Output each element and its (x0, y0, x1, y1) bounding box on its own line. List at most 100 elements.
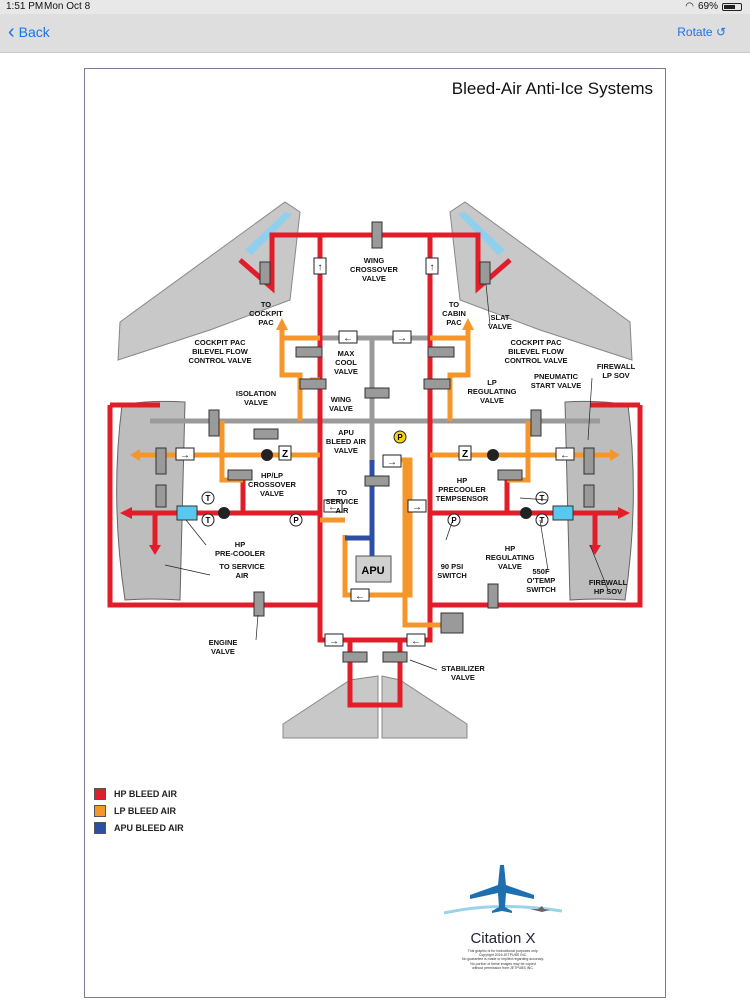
svg-text:↑: ↑ (318, 262, 323, 273)
right-z-box (458, 445, 472, 461)
brand-name: Citation X (470, 930, 536, 947)
battery-fill (724, 4, 736, 9)
legend-item-apu: APU BLEED AIR (94, 819, 184, 836)
svg-text:←: ← (411, 636, 421, 647)
svg-text:←: ← (343, 333, 353, 344)
citation-x-logo: Citation X This graphic is for instructi… (438, 861, 568, 970)
legend-label-lp: LP BLEED AIR (114, 805, 177, 816)
apu-bleed-lines (345, 460, 375, 560)
wifi-icon: ◠ (685, 1, 694, 12)
right-precooler (552, 505, 574, 521)
disclaimer: This graphic is for instructional purpos… (448, 949, 558, 970)
svg-text:↑: ↑ (430, 262, 435, 273)
svg-text:T: T (540, 516, 545, 525)
svg-text:T: T (206, 494, 211, 503)
svg-text:→: → (412, 502, 422, 513)
svg-text:←: ← (355, 591, 365, 602)
legend-label-hp: HP BLEED AIR (114, 788, 178, 799)
bowtie-valves (218, 449, 532, 519)
disclaimer-line: Copyright 2016 JETPUBS INC. (478, 953, 528, 958)
status-date: Mon Oct 8 (44, 1, 91, 12)
sensors (201, 491, 549, 527)
disclaimer-line: without permission from JETPUBS INC. (472, 965, 534, 970)
disclaimer-line: No guarantee is made or implied regardin… (461, 957, 545, 962)
status-time: 1:51 PM (6, 1, 44, 12)
legend: HP BLEED AIR LP BLEED AIR APU BLEED AIR (94, 785, 184, 836)
back-button[interactable]: ‹ Back (8, 21, 50, 43)
red-arrows (120, 507, 630, 555)
right-z-label: Z (462, 449, 468, 460)
svg-text:P: P (293, 516, 299, 525)
svg-text:T: T (206, 516, 211, 525)
navigation-bar: ‹ Back Rotate ↺ (0, 14, 750, 53)
battery-icon (722, 2, 742, 11)
legend-swatch-apu (94, 821, 106, 834)
document-viewer: Bleed-Air Anti-Ice Systems (0, 53, 750, 1000)
valves (155, 221, 595, 663)
svg-text:P: P (397, 433, 403, 442)
rotate-button[interactable]: Rotate ↺ (677, 25, 726, 39)
svg-text:T: T (540, 494, 545, 503)
right-slat (458, 212, 505, 255)
disclaimer-line: This graphic is for instructional purpos… (467, 949, 539, 953)
sensor-letters: T T T T P P P (206, 433, 545, 525)
svg-text:←: ← (328, 502, 338, 513)
left-precooler (176, 505, 198, 521)
svg-text:→: → (397, 333, 407, 344)
legend-item-lp: LP BLEED AIR (94, 802, 184, 819)
bleed-air-diagram: ↑↑ ←→ →← → ←→ ← →← Z Z T T T T P (107, 201, 643, 739)
hp-bleed-lines (107, 232, 643, 708)
svg-text:←: ← (560, 450, 570, 461)
legend-label-apu: APU BLEED AIR (114, 822, 184, 833)
legend-item-hp: HP BLEED AIR (94, 785, 184, 802)
chevron-left-icon: ‹ (8, 21, 15, 43)
direction-arrows: ↑ ↑ ← → → ← → ← → ← → ← (180, 262, 570, 647)
legend-swatch-lp (94, 804, 106, 817)
status-bar: 1:51 PM Mon Oct 8 ◠ 69% (0, 0, 750, 14)
direction-boxes (175, 257, 575, 647)
legend-swatch-hp (94, 787, 106, 800)
left-slat (245, 212, 292, 255)
airplane-logo-icon (443, 865, 563, 915)
diagram-title: Bleed-Air Anti-Ice Systems (451, 79, 653, 98)
svg-text:→: → (387, 457, 397, 468)
back-label: Back (18, 24, 50, 40)
left-nacelle (116, 400, 186, 601)
crossfeed-lines (150, 335, 600, 560)
apu-pressure-sensor (393, 430, 407, 444)
battery-percent: 69% (697, 1, 718, 12)
svg-text:→: → (329, 636, 339, 647)
apu-box (355, 555, 392, 583)
disclaimer-line: No portion of these images may be copied (470, 961, 536, 966)
svg-text:→: → (180, 450, 190, 461)
orange-arrows (130, 318, 620, 461)
status-right: ◠ 69% (685, 1, 742, 12)
apu-box-label: APU (361, 565, 384, 577)
svg-text:P: P (451, 516, 457, 525)
right-nacelle (564, 400, 634, 601)
